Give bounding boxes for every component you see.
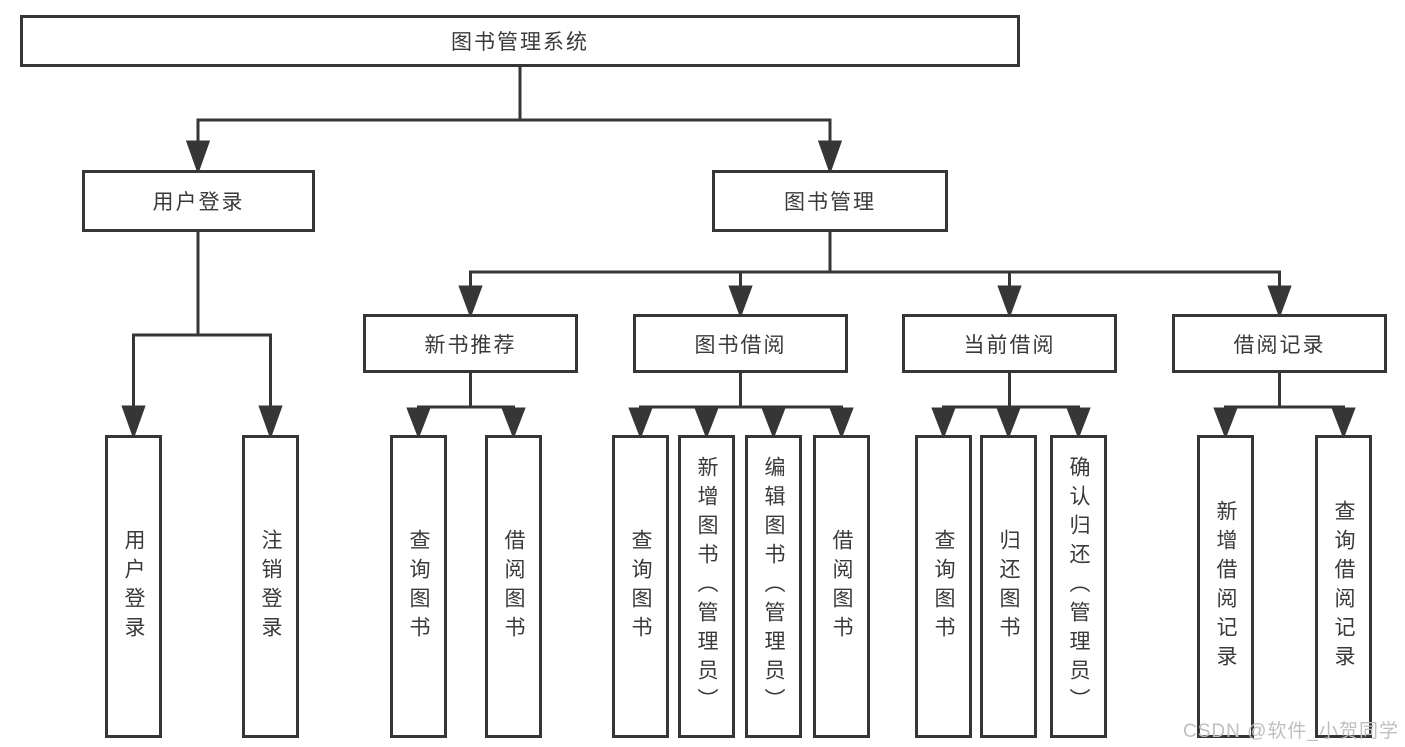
leaf-query-borrow-record: 查询借阅记录: [1315, 435, 1372, 738]
leaf-query-books-recommend: 查询图书: [390, 435, 447, 738]
node-root-label: 图书管理系统: [451, 31, 589, 54]
node-book-borrow-label: 图书借阅: [694, 333, 787, 357]
connector-current-borrow-to-leaves: [931, 373, 1091, 440]
leaf-borrow-books: 借阅图书: [813, 435, 870, 738]
node-borrow-records-label: 借阅记录: [1233, 333, 1326, 357]
leaf-add-borrow-record-label: 新增借阅记录: [1214, 499, 1237, 674]
leaf-confirm-return-admin-label: 确认归还（管理员）: [1067, 456, 1090, 717]
leaf-query-books-recommend-label: 查询图书: [407, 528, 430, 645]
node-user-login: 用户登录: [82, 170, 315, 232]
leaf-borrow-books-recommend-label: 借阅图书: [502, 528, 525, 645]
connector-user-login-to-leaves: [121, 232, 283, 440]
leaf-return-book: 归还图书: [980, 435, 1037, 738]
leaf-query-books-current: 查询图书: [915, 435, 972, 738]
leaf-query-books-borrow: 查询图书: [612, 435, 669, 738]
leaf-edit-book-admin: 编辑图书（管理员）: [745, 435, 802, 738]
node-book-management-label: 图书管理: [784, 191, 876, 214]
node-book-borrow: 图书借阅: [633, 314, 848, 373]
leaf-return-book-label: 归还图书: [997, 528, 1020, 645]
node-current-borrow-label: 当前借阅: [963, 333, 1056, 357]
connector-borrow-records-to-leaves: [1213, 373, 1356, 440]
connector-book-borrow-to-leaves: [628, 373, 854, 440]
leaf-add-borrow-record: 新增借阅记录: [1197, 435, 1254, 738]
leaf-query-borrow-record-label: 查询借阅记录: [1332, 499, 1355, 674]
leaf-user-login: 用户登录: [105, 435, 162, 738]
csdn-watermark: CSDN @软件_小贺同学: [1183, 721, 1399, 742]
node-borrow-records: 借阅记录: [1172, 314, 1387, 373]
node-current-borrow: 当前借阅: [902, 314, 1117, 373]
leaf-query-books-borrow-label: 查询图书: [629, 528, 652, 645]
node-root: 图书管理系统: [20, 15, 1020, 67]
connector-new-book-to-leaves: [406, 373, 526, 440]
leaf-query-books-current-label: 查询图书: [932, 528, 955, 645]
node-new-book-recommend-label: 新书推荐: [424, 333, 517, 357]
leaf-borrow-books-recommend: 借阅图书: [485, 435, 542, 738]
leaf-edit-book-admin-label: 编辑图书（管理员）: [762, 456, 785, 717]
node-book-management: 图书管理: [712, 170, 948, 232]
node-new-book-recommend: 新书推荐: [363, 314, 578, 373]
node-user-login-label: 用户登录: [152, 191, 245, 214]
leaf-logout-label: 注销登录: [259, 528, 282, 645]
leaf-user-login-label: 用户登录: [122, 528, 145, 645]
leaf-confirm-return-admin: 确认归还（管理员）: [1050, 435, 1107, 738]
leaf-add-book-admin-label: 新增图书（管理员）: [695, 456, 718, 717]
connector-book-mgmt-to-level3: [458, 232, 1292, 319]
connector-root-to-level2: [185, 67, 843, 175]
leaf-add-book-admin: 新增图书（管理员）: [678, 435, 735, 738]
leaf-borrow-books-label: 借阅图书: [830, 528, 853, 645]
leaf-logout: 注销登录: [242, 435, 299, 738]
